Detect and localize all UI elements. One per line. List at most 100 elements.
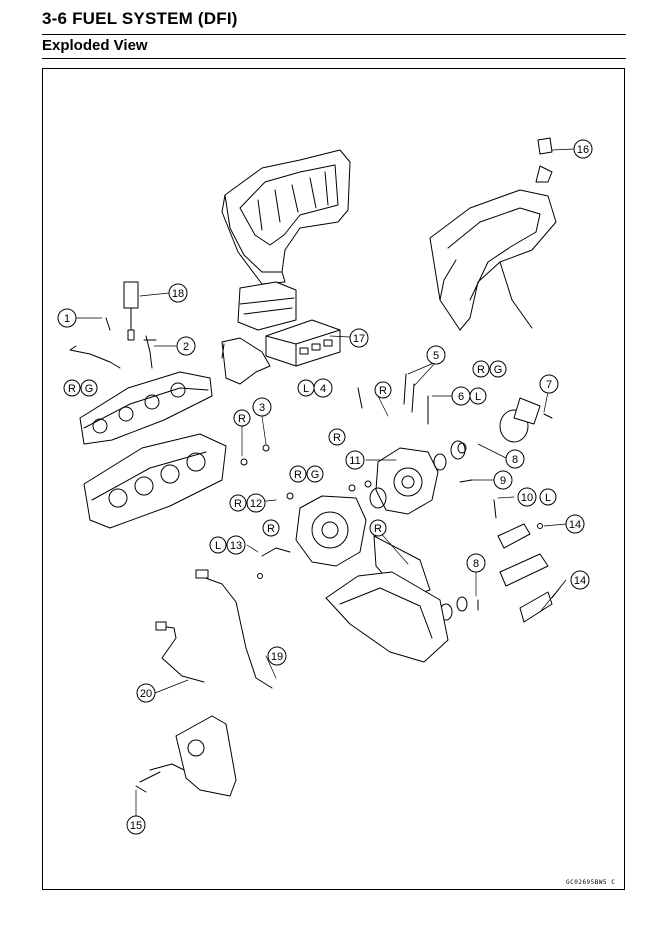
callouts: 1 2 3 4 5 6 7 8 8 9 10 11 12 13 14 14 15… (57, 139, 593, 835)
callout-1: 1 (57, 308, 77, 328)
chain-guides-illustration (497, 523, 553, 623)
svg-text:R: R (234, 498, 242, 510)
callout-18: 18 (168, 283, 188, 303)
svg-text:9: 9 (500, 475, 506, 487)
ecu-illustration (265, 319, 341, 367)
svg-text:L: L (545, 492, 551, 504)
svg-text:14: 14 (569, 519, 581, 531)
svg-text:3: 3 (259, 402, 265, 414)
figure-code: GC02695BW5 C (566, 879, 616, 886)
crankcase-illustration (325, 571, 449, 663)
callout-14-upper: 14 (565, 514, 585, 534)
callout-20: 20 (136, 683, 156, 703)
svg-text:18: 18 (172, 288, 184, 300)
cylinder-head-cover-illustration (69, 345, 213, 445)
svg-text:R: R (333, 432, 341, 444)
callout-9: 9 (493, 470, 513, 490)
cylinder-head-illustration (83, 433, 227, 529)
svg-text:20: 20 (140, 688, 152, 700)
mark-g: G (80, 379, 98, 397)
svg-text:17: 17 (353, 333, 365, 345)
svg-text:G: G (494, 364, 503, 376)
svg-text:8: 8 (512, 454, 518, 466)
svg-text:10: 10 (521, 492, 533, 504)
mark-r: R (369, 519, 387, 537)
callout-13: 13 (226, 535, 246, 555)
mark-r: R (262, 519, 280, 537)
callout-16: 16 (573, 139, 593, 159)
svg-text:2: 2 (183, 341, 189, 353)
svg-text:L: L (475, 391, 481, 403)
svg-text:7: 7 (546, 379, 552, 391)
page-subtitle: Exploded View (42, 37, 148, 54)
svg-text:8: 8 (473, 558, 479, 570)
svg-text:R: R (374, 523, 382, 535)
subtitle-rule (42, 58, 626, 59)
svg-text:4: 4 (320, 383, 326, 395)
mark-r: R (374, 381, 392, 399)
mark-l: L (209, 536, 227, 554)
svg-text:16: 16 (577, 144, 589, 156)
ecu-bracket-illustration (221, 281, 297, 385)
svg-text:R: R (379, 385, 387, 397)
svg-text:15: 15 (130, 820, 142, 832)
header-rule (42, 34, 626, 35)
mark-g: G (306, 465, 324, 483)
callout-6: 6 (451, 386, 471, 406)
air-box-illustration (429, 137, 557, 331)
callout-19: 19 (267, 646, 287, 666)
engine-block-illustration (139, 715, 237, 797)
svg-text:G: G (85, 383, 94, 395)
callout-12: 12 (246, 493, 266, 513)
sensor-harness-illustration (155, 569, 273, 689)
mark-r: R (289, 465, 307, 483)
callout-2: 2 (176, 336, 196, 356)
mark-g: G (489, 360, 507, 378)
svg-text:6: 6 (458, 391, 464, 403)
callout-4: 4 (313, 378, 333, 398)
svg-text:L: L (215, 540, 221, 552)
fasteners-illustration (105, 317, 553, 793)
svg-text:R: R (267, 523, 275, 535)
mark-l: L (469, 387, 487, 405)
svg-text:19: 19 (271, 651, 283, 663)
callout-11: 11 (345, 450, 365, 470)
mark-r: R (472, 360, 490, 378)
mark-r: R (233, 409, 251, 427)
callout-7: 7 (539, 374, 559, 394)
callout-15: 15 (126, 815, 146, 835)
air-duct-illustration (221, 149, 351, 285)
callout-17: 17 (349, 328, 369, 348)
letter-marks: R G R L R R G R G L R R R L L R (63, 360, 557, 554)
svg-text:11: 11 (349, 455, 360, 467)
mark-l: L (539, 488, 557, 506)
callout-10: 10 (517, 487, 537, 507)
svg-text:L: L (303, 383, 309, 395)
throttle-body-illustration (261, 495, 367, 567)
svg-text:13: 13 (230, 540, 242, 552)
ignition-coil-illustration (123, 281, 157, 369)
callout-8-lower: 8 (466, 553, 486, 573)
callout-3: 3 (252, 397, 272, 417)
diagram-frame (42, 68, 625, 890)
callout-5: 5 (426, 345, 446, 365)
svg-text:R: R (68, 383, 76, 395)
cam-cover-illustration (369, 447, 439, 515)
svg-text:R: R (477, 364, 485, 376)
mark-r: R (328, 428, 346, 446)
svg-text:1: 1 (64, 313, 70, 325)
svg-text:5: 5 (433, 350, 439, 362)
svg-text:R: R (238, 413, 246, 425)
mark-r: R (229, 494, 247, 512)
svg-text:12: 12 (250, 498, 262, 510)
leader-lines (75, 148, 575, 817)
svg-text:14: 14 (574, 575, 586, 587)
mark-l: L (297, 379, 315, 397)
svg-text:R: R (294, 469, 302, 481)
svg-text:G: G (311, 469, 320, 481)
mark-r: R (63, 379, 81, 397)
callout-14-lower: 14 (570, 570, 590, 590)
callout-8-upper: 8 (505, 449, 525, 469)
section-title: 3-6 FUEL SYSTEM (DFI) (42, 9, 238, 28)
